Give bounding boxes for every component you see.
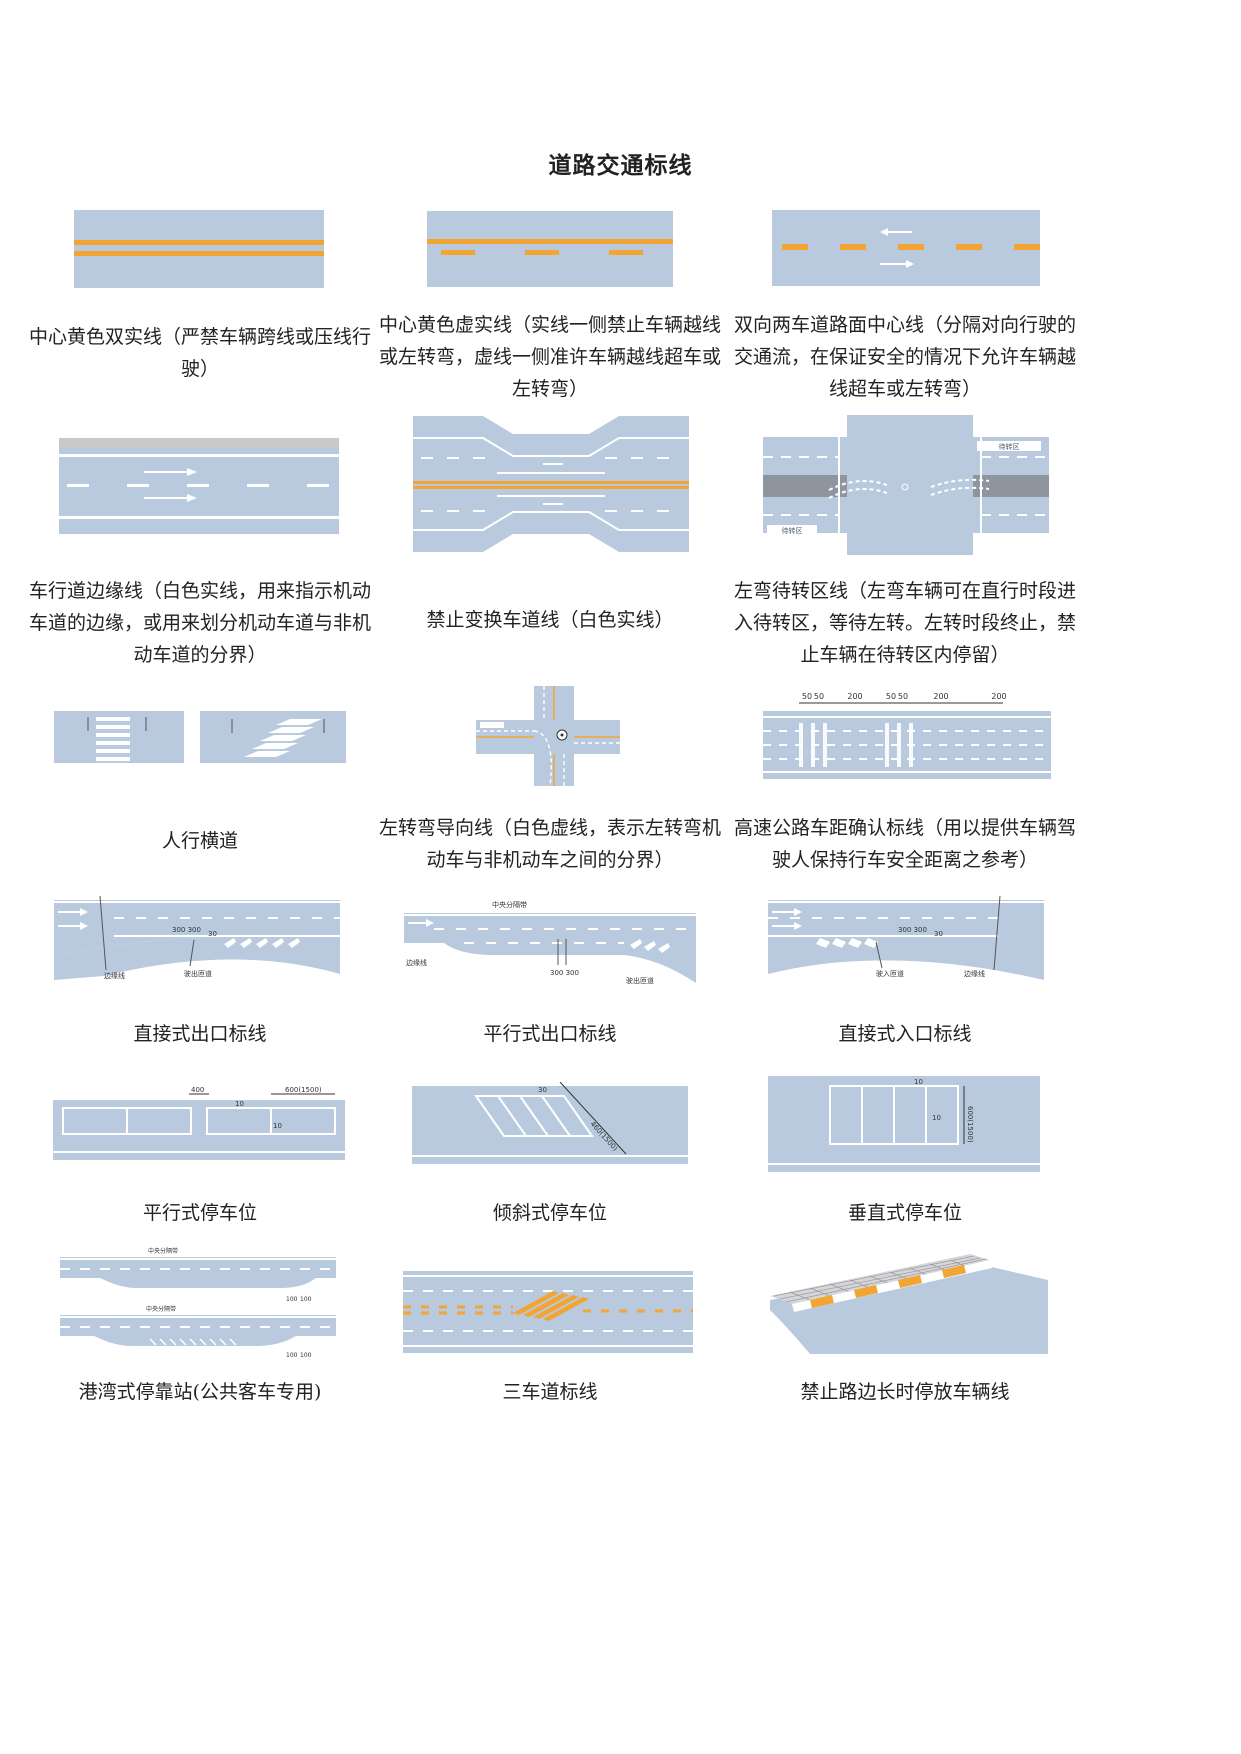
dist-label-2: 50 bbox=[814, 692, 824, 701]
dim-500: 600(1500) bbox=[966, 1106, 974, 1143]
figure-crosswalk bbox=[54, 711, 346, 763]
dist-label-1: 50 bbox=[802, 692, 812, 701]
caption-edge-line: 车行道边缘线（白色实线，用来指示机动车道的边缘，或用来划分机动车道与非机动车道的… bbox=[28, 580, 371, 666]
ramp-in-label: 驶入匝道 bbox=[876, 969, 904, 978]
figure-three-lane bbox=[403, 1271, 693, 1353]
edge-line-label-2: 边缘线 bbox=[406, 958, 427, 967]
dim-100-1: 100 bbox=[286, 1296, 298, 1303]
caption-three-lane: 三车道标线 bbox=[502, 1381, 598, 1403]
ramp-label-1: 驶出匝道 bbox=[184, 969, 212, 978]
caption-angled-parking: 倾斜式停车位 bbox=[492, 1202, 607, 1224]
caption-crosswalk: 人行横道 bbox=[161, 830, 238, 852]
dim-30-3: 30 bbox=[538, 1086, 547, 1094]
figure-distance-confirmation: 50 50 200 50 50 200 200 bbox=[763, 689, 1051, 783]
dim-300-2: 300 300 bbox=[550, 969, 579, 977]
figure-double-yellow-solid bbox=[74, 210, 324, 288]
edge-line-label-3: 边缘线 bbox=[964, 969, 985, 978]
figure-direct-entrance: 300 300 30 驶入匝道 边缘线 bbox=[768, 896, 1044, 992]
dim-100-3: 100 bbox=[286, 1352, 298, 1359]
figure-perpendicular-parking: 10 10 600(1500) bbox=[768, 1076, 1040, 1172]
dim-100-4: 100 bbox=[300, 1352, 312, 1359]
dim-100-2: 100 bbox=[300, 1296, 312, 1303]
figure-bus-bay: 中央分隔带 中央分隔带 100 100 100 100 bbox=[60, 1245, 336, 1361]
caption-direct-entrance: 直接式入口标线 bbox=[838, 1023, 972, 1045]
caption-perpendicular-parking: 垂直式停车位 bbox=[847, 1202, 962, 1224]
dist-label-7: 200 bbox=[991, 692, 1006, 701]
caption-parallel-exit: 平行式出口标线 bbox=[483, 1023, 617, 1045]
median-label-3: 中央分隔带 bbox=[146, 1305, 176, 1313]
waiting-area-label-2: 待转区 bbox=[782, 526, 803, 535]
waiting-area-label-1: 待转区 bbox=[999, 442, 1020, 451]
figure-parallel-exit: 中央分隔带 300 300 边缘线 驶出匝道 bbox=[404, 893, 696, 993]
dim-10-1: 10 bbox=[235, 1100, 244, 1108]
caption-no-long-parking: 禁止路边长时停放车辆线 bbox=[800, 1381, 1010, 1403]
figure-left-turn-guide-line bbox=[476, 686, 620, 786]
dist-label-4: 50 bbox=[886, 692, 896, 701]
dim-10-3: 10 bbox=[914, 1078, 923, 1086]
dim-600-1: 600(1500) bbox=[285, 1086, 322, 1094]
dim-300-1: 300 300 bbox=[172, 926, 201, 934]
figure-yellow-solid-dashed bbox=[427, 211, 673, 287]
dist-label-6: 200 bbox=[933, 692, 948, 701]
figure-parallel-parking: 400 600(1500) 10 10 bbox=[53, 1082, 345, 1162]
caption-parallel-parking: 平行式停车位 bbox=[142, 1202, 257, 1224]
caption-no-lane-change: 禁止变换车道线（白色实线） bbox=[426, 609, 674, 631]
ramp-label-2: 驶出匝道 bbox=[626, 976, 654, 985]
caption-bus-bay: 港湾式停靠站(公共客车专用) bbox=[78, 1381, 322, 1403]
dim-30-1: 30 bbox=[208, 930, 217, 938]
caption-double-yellow-solid: 中心黄色双实线（严禁车辆跨线或压线行驶） bbox=[28, 326, 371, 380]
figure-edge-line bbox=[59, 438, 339, 534]
figure-direct-exit: 300 300 30 边缘线 驶出匝道 bbox=[54, 896, 340, 992]
caption-yellow-solid-dashed: 中心黄色虚实线（实线一侧禁止车辆越线或左转弯，虚线一侧准许车辆越线超车或左转弯） bbox=[378, 314, 721, 400]
caption-two-way-centerline: 双向两车道路面中心线（分隔对向行驶的交通流，在保证安全的情况下允许车辆越线超车或… bbox=[733, 314, 1076, 400]
figure-two-way-centerline bbox=[772, 210, 1040, 286]
figure-no-lane-change bbox=[413, 416, 689, 552]
caption-left-turn-guide-line: 左转弯导向线（白色虚线，表示左转弯机动车与非机动车之间的分界） bbox=[378, 817, 721, 871]
median-label-1: 中央分隔带 bbox=[492, 900, 527, 909]
figure-left-turn-waiting-area: 待转区 待转区 bbox=[763, 415, 1049, 555]
caption-direct-exit: 直接式出口标线 bbox=[133, 1023, 267, 1045]
figure-no-long-parking bbox=[770, 1250, 1048, 1354]
dim-30-2: 30 bbox=[934, 930, 943, 938]
caption-left-turn-waiting-area: 左弯待转区线（左弯车辆可在直行时段进入待转区，等待左转。左转时段终止，禁止车辆在… bbox=[733, 580, 1076, 666]
caption-distance-confirmation: 高速公路车距确认标线（用以提供车辆驾驶人保持行车安全距离之参考） bbox=[733, 817, 1076, 871]
dim-300-3: 300 300 bbox=[898, 926, 927, 934]
dist-label-5: 50 bbox=[898, 692, 908, 701]
dist-label-3: 200 bbox=[847, 692, 862, 701]
dim-400-1: 400 bbox=[191, 1086, 204, 1094]
edge-line-label-1: 边缘线 bbox=[104, 971, 125, 980]
figure-angled-parking: 30 460(1500) bbox=[412, 1082, 688, 1166]
dim-10-4: 10 bbox=[932, 1114, 941, 1122]
dim-10-2: 10 bbox=[273, 1122, 282, 1130]
median-label-2: 中央分隔带 bbox=[148, 1247, 178, 1255]
page-title: 道路交通标线 bbox=[548, 153, 693, 179]
